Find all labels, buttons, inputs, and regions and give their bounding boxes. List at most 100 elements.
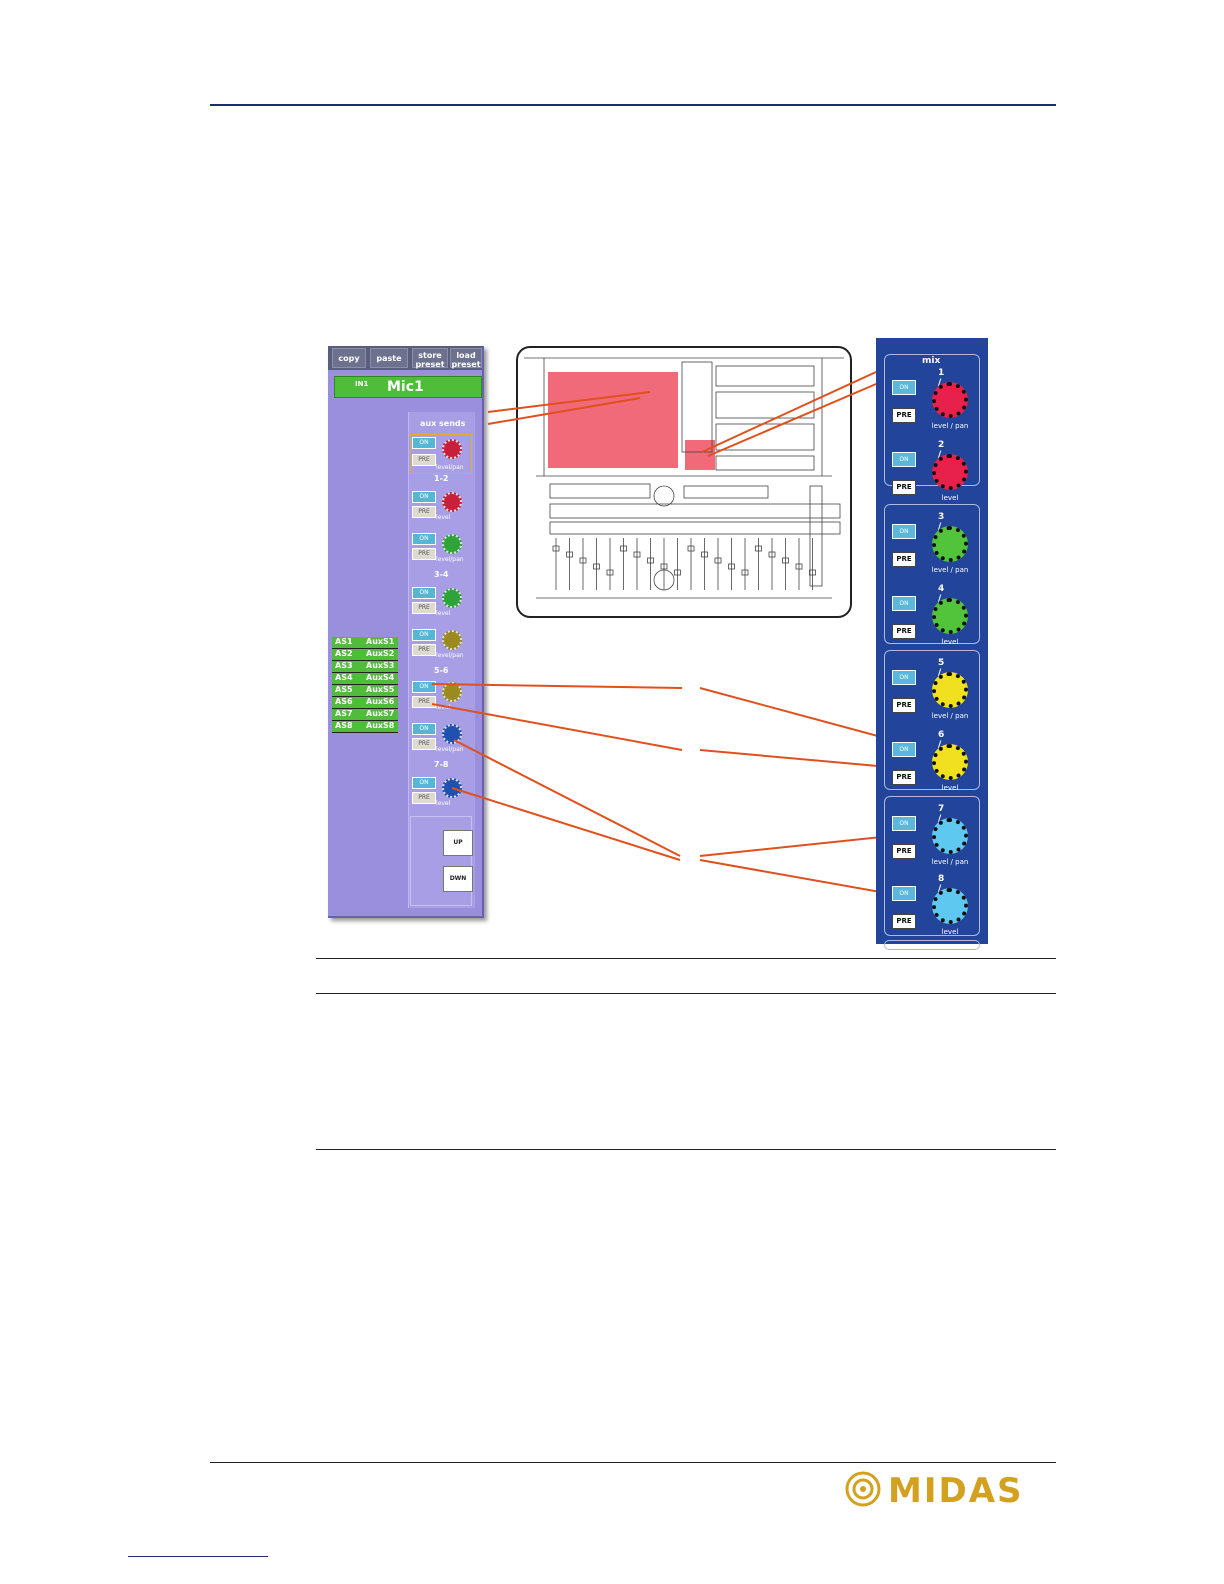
send-knob[interactable] xyxy=(932,818,968,854)
pre-button[interactable]: PRE xyxy=(892,552,916,567)
midas-logo: MIDAS xyxy=(845,1471,1024,1508)
send-knob[interactable] xyxy=(932,744,968,780)
selected-send-highlight xyxy=(410,434,472,474)
on-button[interactable]: ON xyxy=(892,452,916,467)
copy-button[interactable]: copy xyxy=(332,348,366,368)
mix-group-3 xyxy=(884,650,980,790)
send-knob[interactable] xyxy=(932,888,968,924)
channel-tag: IN1 xyxy=(355,380,369,388)
down-button[interactable]: DWN xyxy=(443,866,473,892)
console-gui-screen xyxy=(548,372,678,468)
footer-rule xyxy=(210,1462,1056,1463)
on-button[interactable]: ON xyxy=(892,670,916,685)
pre-button[interactable]: PRE xyxy=(892,408,916,423)
knob-label: level/pan xyxy=(436,652,464,659)
gui-aux-sends-panel: copy paste store preset load preset IN1 … xyxy=(328,346,484,918)
pre-button[interactable]: PRE xyxy=(412,738,436,750)
channel-name: Mic1 xyxy=(387,379,424,395)
mix-group-4 xyxy=(884,796,980,936)
send-knob[interactable] xyxy=(442,439,462,459)
pair-label: 1-2 xyxy=(434,474,449,483)
knob-label: level / pan xyxy=(931,712,969,720)
pre-button[interactable]: PRE xyxy=(412,602,436,614)
knob-label: level xyxy=(436,610,451,617)
mix-title: mix xyxy=(922,356,941,366)
knob-label: level / pan xyxy=(931,422,969,430)
send-knob[interactable] xyxy=(442,534,462,554)
pair-label: 5-6 xyxy=(434,666,449,675)
knob-label: level xyxy=(436,514,451,521)
pre-button[interactable]: PRE xyxy=(412,792,436,804)
up-button[interactable]: UP xyxy=(443,830,473,856)
on-button[interactable]: ON xyxy=(412,437,436,449)
caption-rule-top xyxy=(316,958,1056,959)
on-button[interactable]: ON xyxy=(412,681,436,693)
on-button[interactable]: ON xyxy=(892,524,916,539)
mix-group-5 xyxy=(884,940,980,950)
on-button[interactable]: ON xyxy=(892,380,916,395)
on-button[interactable]: ON xyxy=(892,816,916,831)
pre-button[interactable]: PRE xyxy=(892,624,916,639)
knob-label: level/pan xyxy=(436,746,464,753)
on-button[interactable]: ON xyxy=(412,533,436,545)
knob-label: level xyxy=(941,784,959,792)
table-rule-top xyxy=(316,993,1056,994)
channel-name-bar[interactable]: IN1 Mic1 xyxy=(334,376,482,398)
on-button[interactable]: ON xyxy=(892,742,916,757)
paste-button[interactable]: paste xyxy=(370,348,408,368)
send-knob[interactable] xyxy=(932,382,968,418)
send-knob[interactable] xyxy=(442,724,462,744)
pair-label: 3-4 xyxy=(434,570,449,579)
pre-button[interactable]: PRE xyxy=(892,844,916,859)
send-knob[interactable] xyxy=(932,526,968,562)
pre-button[interactable]: PRE xyxy=(412,696,436,708)
send-knob[interactable] xyxy=(442,682,462,702)
send-knob[interactable] xyxy=(932,454,968,490)
knob-label: level xyxy=(436,800,451,807)
on-button[interactable]: ON xyxy=(412,491,436,503)
on-button[interactable]: ON xyxy=(412,723,436,735)
load-preset-button[interactable]: load preset xyxy=(450,348,482,369)
mix-group-2 xyxy=(884,504,980,644)
pre-button[interactable]: PRE xyxy=(892,480,916,495)
pre-button[interactable]: PRE xyxy=(892,914,916,929)
send-knob[interactable] xyxy=(442,630,462,650)
on-button[interactable]: ON xyxy=(412,777,436,789)
send-knob[interactable] xyxy=(442,492,462,512)
knob-label: level/pan xyxy=(436,464,464,471)
footnote-rule xyxy=(128,1556,268,1557)
on-button[interactable]: ON xyxy=(412,629,436,641)
console-line-art xyxy=(524,357,844,599)
pre-button[interactable]: PRE xyxy=(892,770,916,785)
pre-button[interactable]: PRE xyxy=(412,454,436,466)
on-button[interactable]: ON xyxy=(892,596,916,611)
pre-button[interactable]: PRE xyxy=(412,548,436,560)
svg-text:MIDAS: MIDAS xyxy=(888,1471,1024,1508)
pre-button[interactable]: PRE xyxy=(892,698,916,713)
callout-lines xyxy=(431,371,949,905)
pre-button[interactable]: PRE xyxy=(412,644,436,656)
send-knob[interactable] xyxy=(932,598,968,634)
on-button[interactable]: ON xyxy=(892,886,916,901)
send-knob[interactable] xyxy=(932,672,968,708)
knob-label: level / pan xyxy=(931,858,969,866)
up-down-box xyxy=(410,816,472,906)
on-button[interactable]: ON xyxy=(412,587,436,599)
pre-button[interactable]: PRE xyxy=(412,506,436,518)
store-preset-button[interactable]: store preset xyxy=(412,348,448,369)
send-knob[interactable] xyxy=(442,588,462,608)
aux-sends-title: aux sends xyxy=(420,419,466,428)
knob-label: level xyxy=(941,638,959,646)
mix-group-1 xyxy=(884,354,980,486)
header-rule xyxy=(210,104,1056,106)
